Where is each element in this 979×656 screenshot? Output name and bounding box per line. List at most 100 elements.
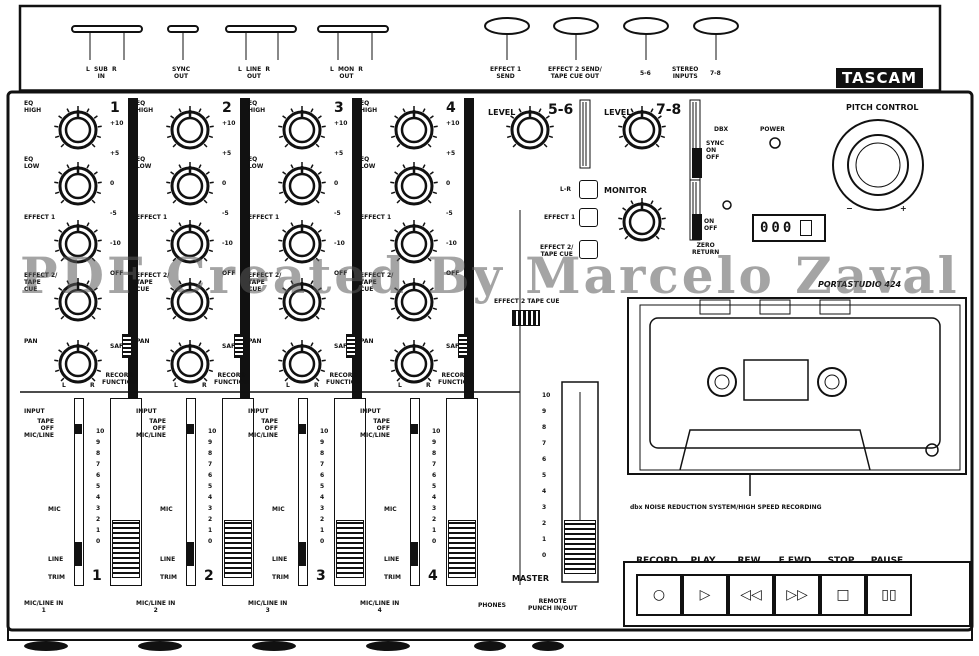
pan-knob-2[interactable] <box>166 340 214 384</box>
eq-high-label: EQ HIGH <box>248 100 266 114</box>
transport-label-fast-forward: F FWD <box>778 556 812 566</box>
fader-scale-tick: 0 <box>432 538 437 545</box>
effect2-tapecue-switch[interactable] <box>512 310 540 326</box>
input-select-switch[interactable] <box>186 424 194 434</box>
fader-scale-tick: 4 <box>432 494 437 501</box>
phones-label: PHONES <box>478 602 506 609</box>
fader-scale-tick: 3 <box>96 505 101 512</box>
master-scale-tick: 10 <box>542 392 551 399</box>
trim-label: TRIM <box>160 574 177 581</box>
mic-label: MIC <box>384 506 397 513</box>
trim-slot <box>186 398 196 586</box>
level-56-knob[interactable] <box>506 106 554 150</box>
input-select-switch[interactable] <box>410 424 418 434</box>
pan-r-label: R <box>426 382 431 389</box>
ch56-number: 5-6 <box>548 102 574 118</box>
record-function-switch[interactable] <box>458 334 468 358</box>
line-label: LINE <box>160 556 176 563</box>
fader-scale-tick: 0 <box>208 538 213 545</box>
effect1-knob-4[interactable] <box>390 220 438 264</box>
stop-button[interactable]: □ <box>820 574 866 616</box>
trim-knob[interactable] <box>74 542 82 566</box>
pan-knob-3[interactable] <box>278 340 326 384</box>
rewind-button[interactable]: ◁◁ <box>728 574 774 616</box>
record-function-switch[interactable] <box>346 334 356 358</box>
channel-fader-knob-2[interactable] <box>224 520 252 578</box>
monitor-knob[interactable] <box>618 198 666 242</box>
fader-scale-tick: 5 <box>320 483 325 490</box>
effect1-knob-2[interactable] <box>166 220 214 264</box>
master-fader-knob[interactable] <box>564 520 596 574</box>
line-label: LINE <box>272 556 288 563</box>
fader-scale-tick: 0 <box>96 538 101 545</box>
pause-button[interactable]: ▯▯ <box>866 574 912 616</box>
monitor-lr-button[interactable] <box>579 180 598 199</box>
input-select-switch[interactable] <box>298 424 306 434</box>
pan-knob-1[interactable] <box>54 340 102 384</box>
channel-fader-knob-4[interactable] <box>448 520 476 578</box>
channel-fader-knob-1[interactable] <box>112 520 140 578</box>
play-button[interactable]: ▷ <box>682 574 728 616</box>
eq-high-knob-3[interactable] <box>278 106 326 150</box>
effect1-knob-1[interactable] <box>54 220 102 264</box>
eq-scale-tick: OFF <box>222 270 236 277</box>
zero-return-switch[interactable] <box>692 214 702 240</box>
trim-knob[interactable] <box>410 542 418 566</box>
eq-scale-tick: -10 <box>446 240 457 247</box>
model-name: PORTASTUDIO 424 <box>818 280 902 289</box>
eq-low-knob-2[interactable] <box>166 162 214 206</box>
eq-scale-tick: 0 <box>222 180 227 187</box>
monitor-effect1-button[interactable] <box>579 208 598 227</box>
fader-scale-tick: 6 <box>320 472 325 479</box>
eq-high-knob-1[interactable] <box>54 106 102 150</box>
record-button[interactable]: ○ <box>636 574 682 616</box>
dbx-sync-switch[interactable] <box>692 148 702 178</box>
monitor-lr-label: L-R <box>560 186 571 193</box>
fader-scale-tick: 6 <box>432 472 437 479</box>
fader-scale-tick: 10 <box>208 428 217 435</box>
input-select-switch[interactable] <box>74 424 82 434</box>
pan-knob-4[interactable] <box>390 340 438 384</box>
pan-label: PAN <box>360 338 374 345</box>
effect2-knob-1[interactable] <box>54 278 102 322</box>
eq-low-knob-4[interactable] <box>390 162 438 206</box>
trim-knob[interactable] <box>298 542 306 566</box>
effect2-knob-2[interactable] <box>166 278 214 322</box>
effect2-knob-4[interactable] <box>390 278 438 322</box>
channel-fader-knob-3[interactable] <box>336 520 364 578</box>
record-function-switch[interactable] <box>234 334 244 358</box>
fader-scale-tick: 7 <box>320 461 325 468</box>
dbx-label: DBX <box>714 126 729 133</box>
pan-r-label: R <box>314 382 319 389</box>
eq-scale-tick: -5 <box>110 210 117 217</box>
eq-scale-tick: +5 <box>446 150 456 157</box>
channel-number: 3 <box>334 100 344 116</box>
monitor-effect2-button[interactable] <box>579 240 598 259</box>
fader-scale-tick: 6 <box>208 472 213 479</box>
pan-r-label: R <box>202 382 207 389</box>
fader-scale-tick: 10 <box>96 428 105 435</box>
transport-label-play: PLAY <box>690 556 716 566</box>
effect2-label: EFFECT 2/ TAPE CUE <box>136 272 170 293</box>
zero-onoff-label: ON OFF <box>704 218 718 232</box>
effect1-send-label: EFFECT 1 SEND <box>490 66 522 80</box>
eq-high-knob-4[interactable] <box>390 106 438 150</box>
record-function-switch[interactable] <box>122 334 132 358</box>
effect2-label: EFFECT 2/ TAPE CUE <box>360 272 394 293</box>
transport-label-stop: STOP <box>827 556 855 566</box>
trim-knob[interactable] <box>186 542 194 566</box>
effect2-label: EFFECT 2/ TAPE CUE <box>24 272 58 293</box>
fast-forward-button[interactable]: ▷▷ <box>774 574 820 616</box>
pitch-control-knob[interactable] <box>848 135 908 195</box>
eq-high-knob-2[interactable] <box>166 106 214 150</box>
effect1-knob-3[interactable] <box>278 220 326 264</box>
counter-reset-button[interactable] <box>800 220 813 236</box>
effect2-knob-3[interactable] <box>278 278 326 322</box>
fader-scale-tick: 7 <box>96 461 101 468</box>
level-78-knob[interactable] <box>618 106 666 150</box>
rewind-icon: ◁◁ <box>740 587 762 603</box>
eq-low-knob-3[interactable] <box>278 162 326 206</box>
fader-scale-tick: 8 <box>208 450 213 457</box>
monitor-label: MONITOR <box>604 186 647 195</box>
eq-low-knob-1[interactable] <box>54 162 102 206</box>
